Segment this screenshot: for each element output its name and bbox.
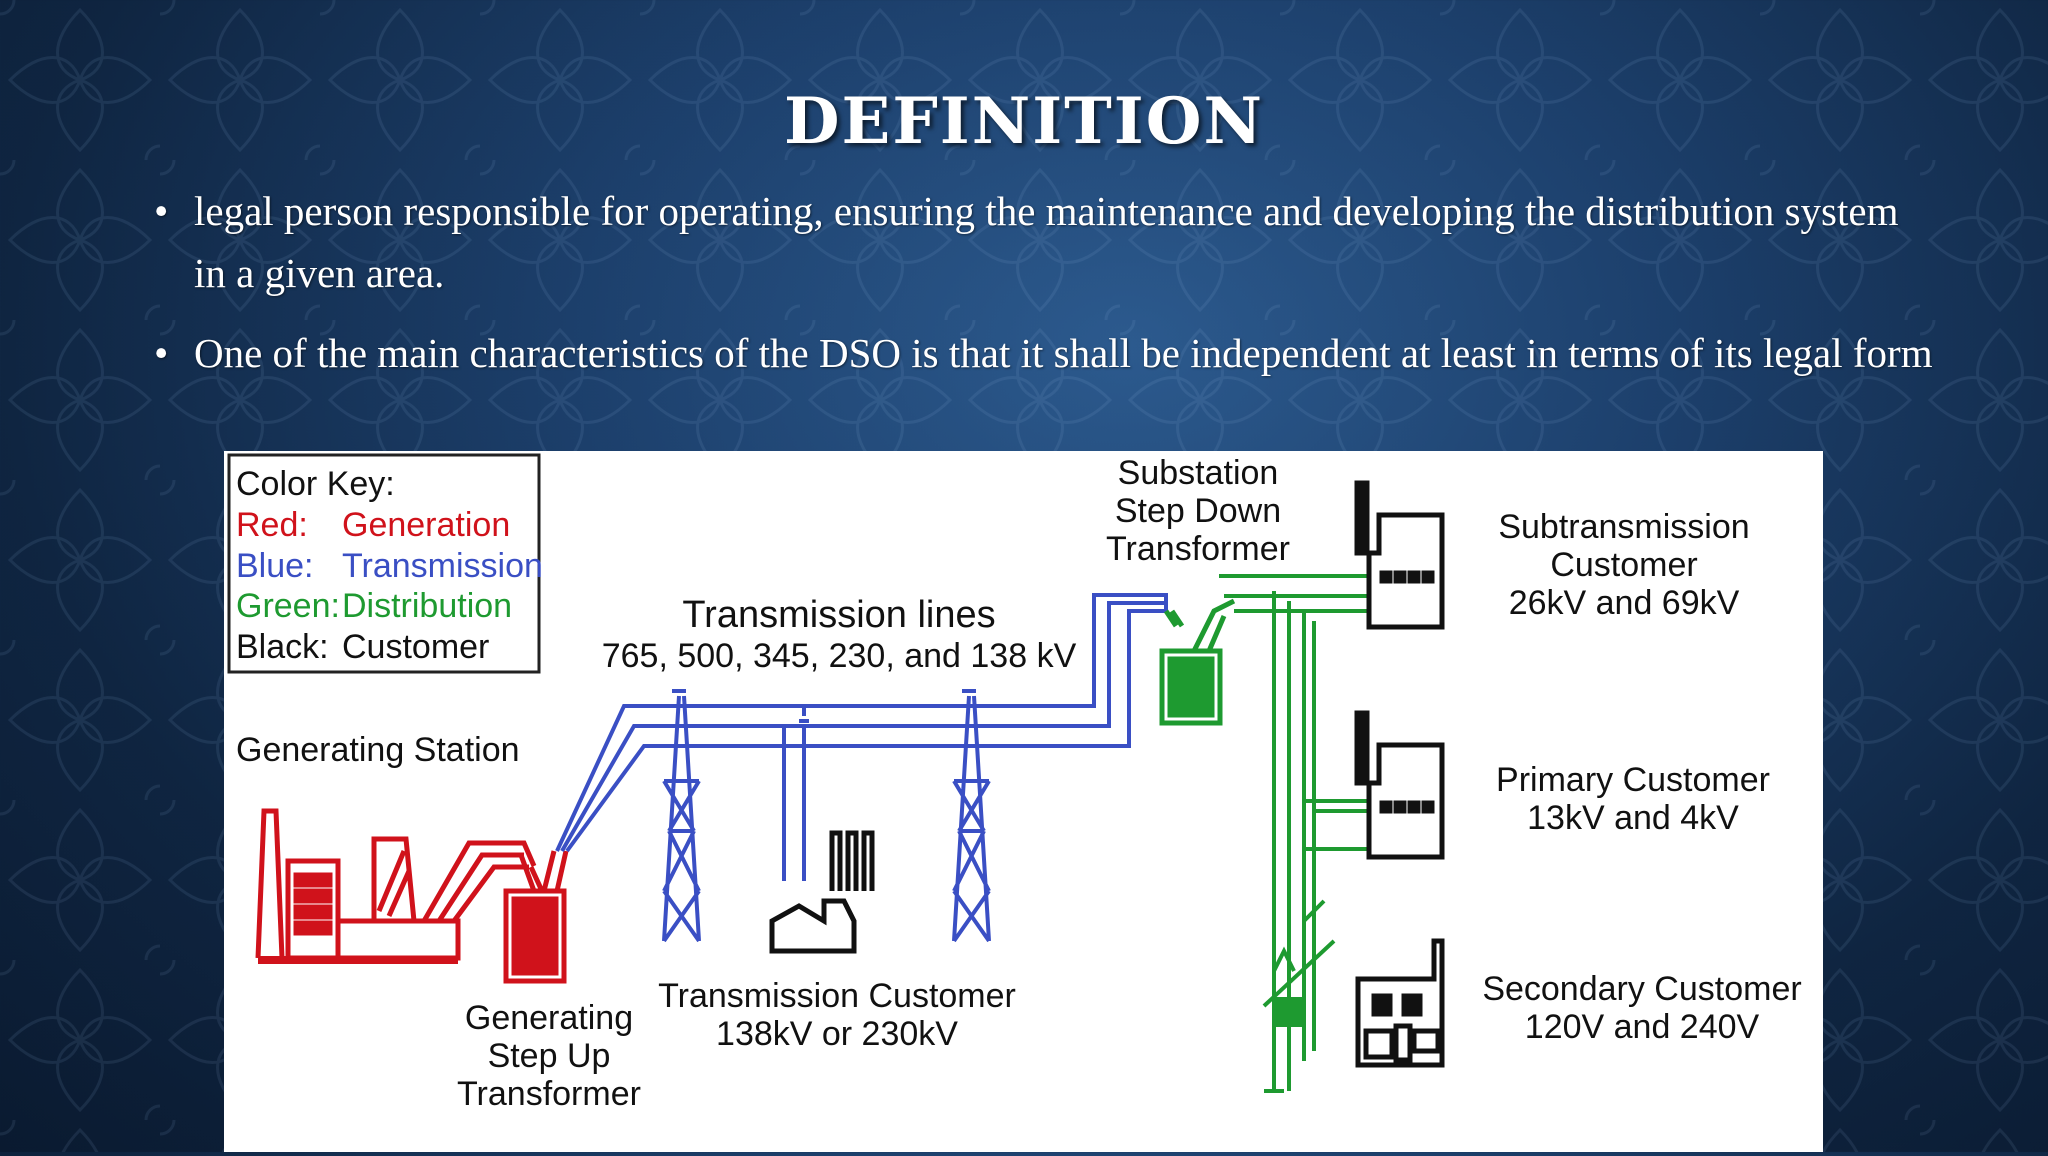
bullet-list: • legal person responsible for operating… (150, 180, 1940, 402)
step-up-label-2: Step Up (488, 1037, 611, 1075)
color-key-title: Color Key: (236, 465, 395, 503)
transmission-voltages-label: 765, 500, 345, 230, and 138 kV (602, 637, 1077, 675)
subtransmission-label-3: 26kV and 69kV (1509, 584, 1740, 622)
key-red-value: Generation (342, 506, 510, 544)
secondary-customer-icon (1355, 938, 1445, 1068)
key-green-value: Distribution (342, 587, 512, 625)
power-grid-diagram: Color Key: Red: Generation Blue: Transmi… (224, 451, 1823, 1152)
step-up-label-3: Transformer (457, 1075, 641, 1113)
bullet-dot: • (154, 330, 169, 376)
generating-station-icon (255, 808, 514, 964)
subtransmission-customer-icon (1354, 480, 1445, 630)
key-green-label: Green: (236, 587, 340, 625)
bullet-text: legal person responsible for operating, … (194, 188, 1899, 296)
subtransmission-label-1: Subtransmission (1498, 508, 1749, 546)
key-blue-value: Transmission (342, 547, 543, 585)
generating-station-label: Generating Station (236, 731, 520, 769)
primary-customer-voltage: 13kV and 4kV (1527, 799, 1739, 837)
transmission-customer-icon (769, 830, 875, 954)
color-key: Color Key: Red: Generation Blue: Transmi… (227, 453, 543, 674)
substation-transformer-icon (1159, 598, 1236, 726)
distribution-lines (1219, 574, 1369, 1093)
transmission-customer-voltage: 138kV or 230kV (716, 1015, 958, 1053)
primary-customer-icon (1354, 710, 1445, 860)
key-black-value: Customer (342, 628, 489, 666)
bullet-dot: • (154, 188, 169, 234)
substation-label-2: Step Down (1115, 492, 1281, 530)
key-red-label: Red: (236, 506, 308, 544)
substation-label-3: Transformer (1106, 530, 1290, 568)
bullet-item: • One of the main characteristics of the… (150, 322, 1940, 384)
diagram-canvas: Color Key: Red: Generation Blue: Transmi… (227, 453, 1802, 1113)
step-up-label-1: Generating (465, 999, 633, 1037)
substation-label-1: Substation (1118, 454, 1279, 492)
transmission-lines (555, 593, 1168, 943)
subtransmission-label-2: Customer (1550, 546, 1697, 584)
transmission-customer-label: Transmission Customer (658, 977, 1016, 1015)
key-blue-label: Blue: (236, 547, 314, 585)
slide-title: DEFINITION (784, 84, 1264, 159)
bullet-text: One of the main characteristics of the D… (194, 330, 1933, 376)
step-up-transformer-icon (503, 840, 569, 984)
bullet-item: • legal person responsible for operating… (150, 180, 1940, 304)
primary-customer-label: Primary Customer (1496, 761, 1770, 799)
key-black-label: Black: (236, 628, 329, 666)
secondary-customer-voltage: 120V and 240V (1525, 1008, 1760, 1046)
transmission-lines-label: Transmission lines (682, 594, 995, 636)
secondary-customer-label: Secondary Customer (1482, 970, 1801, 1008)
